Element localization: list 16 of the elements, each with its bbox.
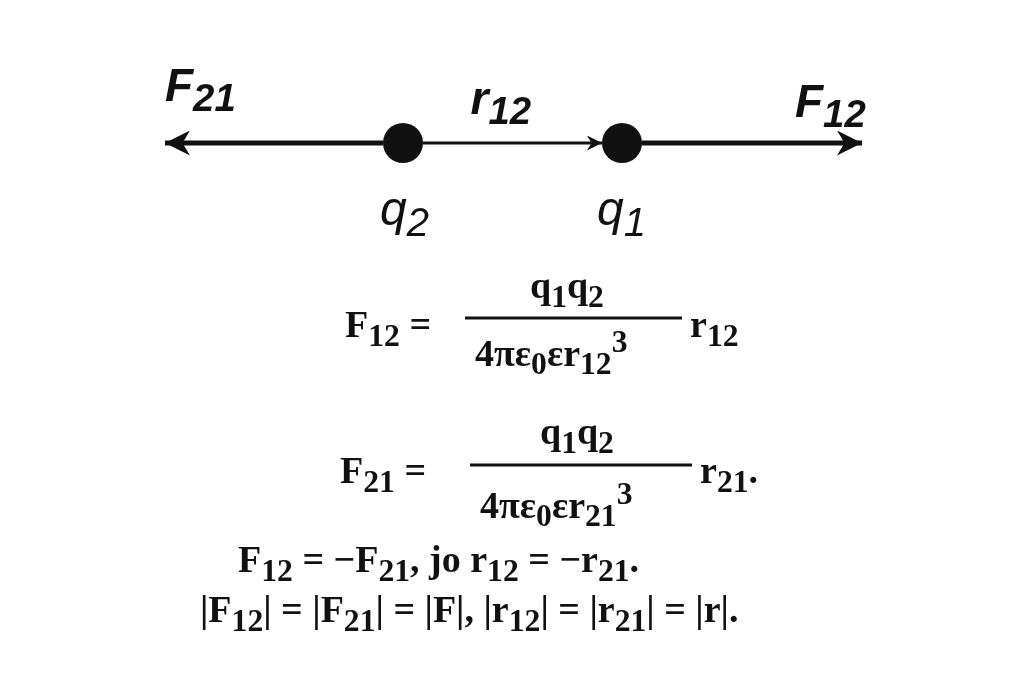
force-label: F$_{21}$ bbox=[165, 62, 236, 118]
formula-text: F$_{12}$ = bbox=[345, 305, 432, 352]
force-label: F$_{12}$ bbox=[795, 78, 866, 134]
numerator: q$_{1}$q$_{2}$ bbox=[530, 266, 604, 313]
numerator: q$_{1}$q$_{2}$ bbox=[540, 412, 614, 459]
formula-text: F$_{12}$ = −F$_{21}$, jo r$_{12}$ = −r$_{21}$. bbox=[238, 540, 640, 587]
edge-label: r$_{12}$ bbox=[470, 75, 532, 131]
arrow bbox=[423, 135, 602, 151]
charge-dot bbox=[383, 123, 423, 163]
charge-dot bbox=[602, 123, 642, 163]
charge-label: q$_{2}$ bbox=[380, 185, 429, 242]
charge-label: q$_{1}$ bbox=[597, 185, 646, 242]
formula-text: |F$_{12}$| = |F$_{21}$| = |F|, |r$_{12}$| = |r$_{21}$| = |r|. bbox=[200, 590, 739, 637]
formula-text: r$_{12}$ bbox=[690, 305, 739, 352]
formula-text: r$_{21}$. bbox=[700, 451, 759, 498]
formula-text: F$_{21}$ = bbox=[340, 451, 427, 498]
